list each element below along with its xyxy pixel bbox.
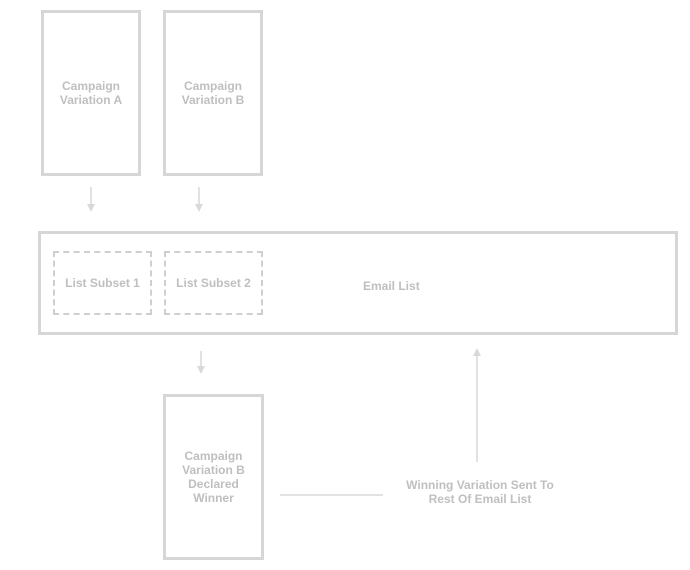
winning-variation-note: Winning Variation Sent To Rest Of Email … (406, 478, 554, 506)
campaign-variation-b-box: Campaign Variation B (163, 10, 263, 176)
list-subset-2-label: List Subset 2 (176, 276, 251, 290)
list-subset-1-label: List Subset 1 (65, 276, 140, 290)
list-subset-1-box: List Subset 1 (53, 251, 152, 315)
campaign-variation-b-label: Campaign Variation B (181, 79, 245, 107)
campaign-variation-a-box: Campaign Variation A (41, 10, 141, 176)
list-subset-2-box: List Subset 2 (164, 251, 263, 315)
winner-label: Campaign Variation B Declared Winner (182, 449, 245, 505)
email-list-label: Email List (363, 279, 420, 293)
campaign-variation-a-label: Campaign Variation A (59, 79, 123, 107)
winner-box: Campaign Variation B Declared Winner (163, 394, 264, 560)
